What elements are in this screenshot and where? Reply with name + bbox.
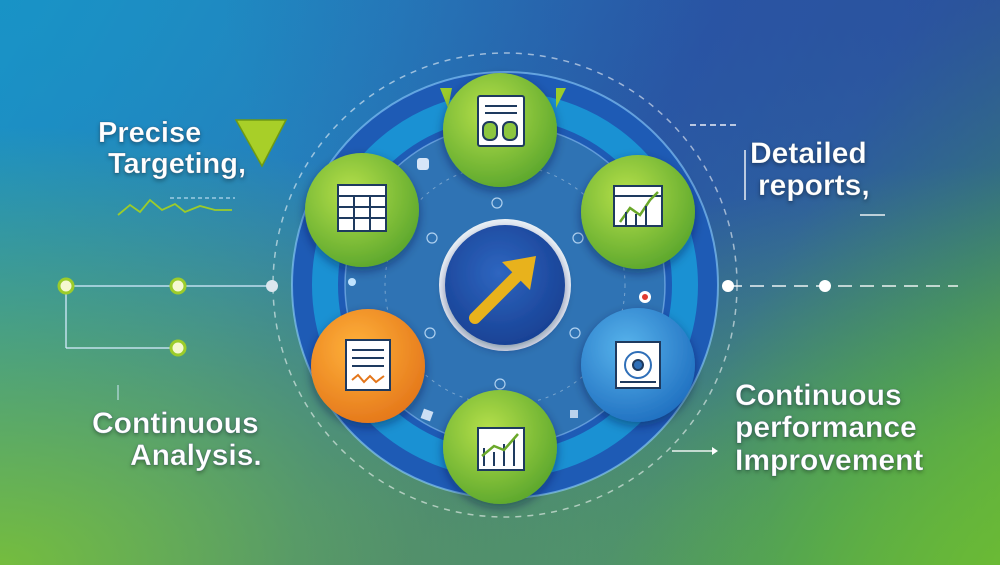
label-line: reports,	[758, 169, 870, 203]
ring-marker	[420, 408, 434, 422]
label-line: Targeting,	[108, 148, 247, 181]
label-line: Analysis.	[130, 439, 262, 473]
outer-dashed-ring	[272, 52, 738, 518]
triangle-marker-icon	[440, 88, 452, 108]
arrow-up-right-icon	[469, 256, 536, 324]
connector-dot	[57, 277, 75, 295]
connector-dot	[819, 280, 831, 292]
triangle-marker-icon	[234, 119, 288, 168]
left-connectors	[65, 285, 272, 349]
label-line: Precise	[98, 117, 202, 149]
label-line: Continuous	[92, 407, 259, 440]
label-line: performance	[735, 411, 917, 445]
label-line: Continuous	[735, 379, 902, 412]
connector-dot	[169, 277, 187, 295]
connector-dot	[722, 280, 734, 292]
ring-marker	[570, 410, 578, 418]
ring-dot-left	[348, 278, 356, 286]
sparkline-icon	[117, 198, 232, 216]
ring-marker	[417, 158, 429, 170]
bar-chart-icon	[613, 185, 663, 227]
label-line: Improvement	[735, 443, 924, 477]
gear-document-icon	[615, 341, 661, 389]
inner-dashed-ring	[384, 164, 626, 406]
growth-chart-icon	[477, 427, 525, 471]
ring-dot-center	[642, 294, 648, 300]
connector-dot	[169, 339, 187, 357]
label-detailed-reports: Detailed reports,	[750, 137, 870, 203]
arrowhead	[712, 447, 718, 455]
checklist-icon	[345, 339, 391, 391]
label-precise-targeting: Precise Targeting,	[98, 117, 247, 181]
spreadsheet-icon	[337, 184, 387, 232]
label-continuous-improvement: Continuous performance Improvement	[735, 379, 924, 477]
connector-dot	[266, 280, 278, 292]
triangle-marker-icon	[556, 88, 566, 108]
right-connectors	[672, 124, 958, 452]
decorative-small-icons	[424, 197, 584, 390]
label-line: Detailed	[750, 137, 867, 170]
label-lines	[117, 197, 235, 400]
document-icon	[477, 95, 525, 147]
label-continuous-analysis: Continuous Analysis.	[92, 407, 262, 473]
